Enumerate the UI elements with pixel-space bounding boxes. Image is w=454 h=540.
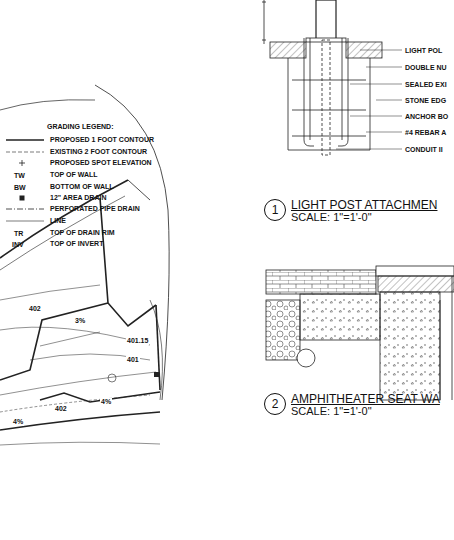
detail-title: AMPHITHEATER SEAT WA	[291, 393, 440, 406]
legend-text: PROPOSED SPOT ELEVATION	[50, 159, 152, 167]
legend-text: TOP OF INVERT	[50, 240, 103, 248]
label: LIGHT POL	[405, 47, 442, 55]
callout-number: 1	[265, 203, 285, 217]
label: INV	[12, 241, 24, 249]
legend-sample	[6, 221, 44, 222]
legend-sample	[6, 209, 44, 210]
label: TR	[14, 230, 23, 238]
legend-sample	[6, 140, 44, 141]
label: ANCHOR BO	[405, 113, 448, 121]
label: 402	[28, 305, 42, 313]
legend-text: EXISTING 2 FOOT CONTOUR	[50, 148, 147, 156]
label: CONDUIT II	[405, 146, 443, 154]
detail-callout: 2AMPHITHEATER SEAT WASCALE: 1"=1'-0"	[264, 393, 286, 415]
legend-text: LINE	[50, 217, 66, 225]
detail-callout: 1LIGHT POST ATTACHMENSCALE: 1"=1'-0"	[264, 199, 286, 221]
label: DOUBLE NU	[405, 64, 447, 72]
label: 401.15	[126, 337, 149, 345]
label: 3%	[74, 317, 86, 325]
label: TW	[14, 172, 25, 180]
legend-text: TOP OF DRAIN RIM	[50, 229, 115, 237]
callout-number: 2	[265, 397, 285, 411]
scale-note: SCALE: 1"=1'-0"	[291, 405, 372, 417]
label: GRADING LEGEND:	[47, 123, 114, 131]
label: 402	[54, 405, 68, 413]
legend-text: PERFORATED PIPE DRAIN	[50, 205, 140, 213]
label: STONE EDG	[405, 97, 446, 105]
legend-sample	[20, 196, 24, 200]
label: SEALED EXI	[405, 81, 447, 89]
label: 4%	[12, 418, 24, 426]
label: 401	[126, 356, 140, 364]
legend-text: PROPOSED 1 FOOT CONTOUR	[50, 136, 154, 144]
detail-title: LIGHT POST ATTACHMEN	[291, 199, 437, 212]
legend-text: TOP OF WALL	[50, 171, 98, 179]
legend-sample	[6, 152, 44, 153]
scale-note: SCALE: 1"=1'-0"	[291, 211, 372, 223]
label: 4%	[100, 398, 112, 406]
label: BW	[14, 184, 26, 192]
legend-sample	[19, 160, 25, 166]
label: #4 REBAR A	[405, 129, 446, 137]
legend-text: BOTTOM OF WALL	[50, 183, 114, 191]
legend-text: 12" AREA DRAIN	[50, 194, 106, 202]
